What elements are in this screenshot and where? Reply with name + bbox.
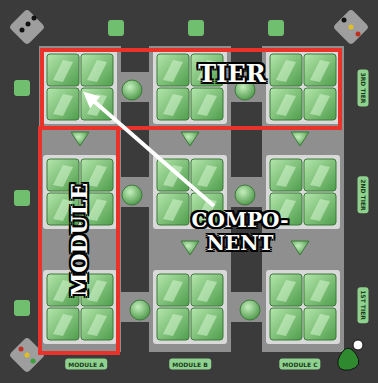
link-circle (240, 300, 260, 320)
board-tiles (14, 20, 344, 352)
tile-gloss (197, 165, 217, 187)
link-triangle (181, 132, 199, 146)
link-triangle (291, 132, 309, 146)
tile-gloss (310, 165, 330, 187)
link-triangle (71, 132, 89, 146)
tile-gloss (53, 94, 73, 116)
tile-gloss (163, 314, 183, 336)
column-strip (262, 46, 344, 352)
tile-gloss (163, 94, 183, 116)
tile-gloss (87, 60, 107, 82)
tile-gloss (163, 280, 183, 302)
tile-gloss (87, 314, 107, 336)
component-tile (47, 54, 79, 86)
component-tile (47, 88, 79, 120)
column-strip (149, 46, 231, 352)
tile-gloss (310, 199, 330, 221)
component-tile (304, 274, 336, 306)
frame-title: MODULE (68, 183, 90, 297)
tile-gloss (197, 94, 217, 116)
component-tile (47, 308, 79, 340)
link-circle (122, 185, 142, 205)
link-triangle (181, 241, 199, 255)
tile-gloss (163, 199, 183, 221)
component-tile (191, 159, 223, 191)
edge-badge (14, 300, 30, 316)
edge-badge (108, 20, 124, 36)
column-strip (39, 46, 121, 352)
tile-gloss (310, 94, 330, 116)
component-tile (157, 193, 189, 225)
tile-gloss (310, 314, 330, 336)
tile-gloss (310, 280, 330, 302)
tile-gloss (276, 280, 296, 302)
component-tile (81, 54, 113, 86)
frame-title: TIER (198, 62, 265, 86)
component-tile (157, 54, 189, 86)
component-tile (81, 308, 113, 340)
component-tile (270, 274, 302, 306)
tile-gloss (276, 60, 296, 82)
component-tile (191, 274, 223, 306)
module-badge: MODULE A (65, 359, 107, 370)
component-tile (304, 159, 336, 191)
tile-gloss (276, 314, 296, 336)
module-cell (266, 270, 340, 344)
component-tile (304, 54, 336, 86)
component-tile (157, 308, 189, 340)
component-callout: COMPO- NENT (190, 209, 290, 255)
tile-gloss (163, 60, 183, 82)
tile-gloss (87, 199, 107, 221)
tile-gloss (276, 165, 296, 187)
component-tile (270, 88, 302, 120)
tile-gloss (197, 280, 217, 302)
edge-badge (14, 190, 30, 206)
module-badge: MODULE B (169, 359, 211, 370)
component-tile (191, 88, 223, 120)
link-triangle (291, 241, 309, 255)
module-frame: MODULE (40, 128, 118, 353)
component-tile (270, 159, 302, 191)
tile-gloss (53, 314, 73, 336)
module-badge: MODULE C (279, 359, 320, 370)
module-cell (266, 50, 340, 124)
tier-frame: TIER (42, 50, 340, 128)
link-circle (122, 80, 142, 100)
tile-gloss (87, 165, 107, 187)
component-tile (304, 308, 336, 340)
tile-gloss (276, 94, 296, 116)
link-circle (235, 185, 255, 205)
edge-badge (268, 20, 284, 36)
tile-gloss (310, 60, 330, 82)
tile-gloss (53, 60, 73, 82)
component-tile (270, 308, 302, 340)
component-tile (304, 88, 336, 120)
link-circle (130, 300, 150, 320)
tier-badge: 3RD TIER (358, 70, 369, 107)
tile-gloss (87, 280, 107, 302)
module-cell (153, 270, 227, 344)
component-tile (191, 308, 223, 340)
tile-gloss (197, 314, 217, 336)
component-tile (157, 159, 189, 191)
outline-frames (40, 50, 340, 353)
edge-badge (14, 80, 30, 96)
component-tile (304, 193, 336, 225)
edge-badge (188, 20, 204, 36)
component-tile (270, 54, 302, 86)
component-tile (157, 88, 189, 120)
pointer-arrow (88, 96, 214, 206)
corner-lights (9, 9, 370, 374)
tier-badge: 1ST TIER (358, 287, 369, 323)
component-tile (157, 274, 189, 306)
tier-badge: 2ND TIER (358, 176, 369, 213)
